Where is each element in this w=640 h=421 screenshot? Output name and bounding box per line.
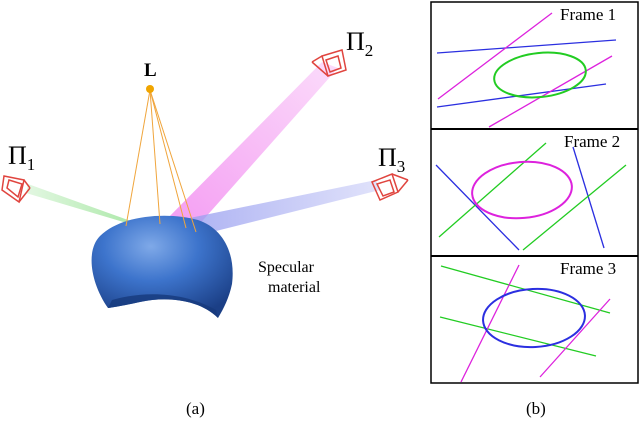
frame-1-magenta-line-right bbox=[488, 55, 613, 128]
frame-2-green-line-left bbox=[438, 142, 547, 238]
frame-3-green-line-bottom bbox=[439, 316, 597, 357]
camera-1-label: Π1 bbox=[8, 141, 35, 174]
frame-1-green-ellipse bbox=[493, 51, 587, 99]
frame-1-title: Frame 1 bbox=[560, 5, 616, 24]
camera-1-beam bbox=[26, 184, 150, 230]
frames-border bbox=[430, 1, 639, 384]
panel-b: Frame 1 Frame 2 Frame 3 (b) bbox=[430, 1, 639, 418]
frame-3-magenta-line-right bbox=[539, 298, 611, 378]
specular-surface bbox=[91, 215, 233, 318]
frame-2-blue-line-left bbox=[435, 164, 520, 251]
material-label-line1: Specular bbox=[258, 259, 315, 276]
material-label-line2: material bbox=[268, 279, 321, 296]
panel-a: L Π1 Π2 Π3 bbox=[1, 27, 409, 418]
frame-2: Frame 2 bbox=[435, 132, 627, 251]
camera-3-icon bbox=[370, 173, 409, 201]
frame-1-magenta-line-left bbox=[437, 12, 553, 100]
frame-1-blue-line-bottom bbox=[436, 83, 607, 108]
camera-3-beam bbox=[170, 180, 380, 236]
frame-2-magenta-ellipse bbox=[471, 160, 573, 220]
light-source-dot bbox=[146, 85, 154, 93]
camera-2-icon bbox=[311, 49, 347, 77]
frame-2-blue-line-right bbox=[572, 146, 605, 249]
frame-2-title: Frame 2 bbox=[564, 132, 620, 151]
camera-1-icon bbox=[1, 175, 31, 204]
frame-1: Frame 1 bbox=[436, 5, 617, 128]
frame-2-green-line-right bbox=[522, 164, 627, 251]
surface-shading bbox=[108, 294, 218, 318]
frame-3-blue-ellipse bbox=[482, 287, 586, 349]
frame-3-title: Frame 3 bbox=[560, 259, 616, 278]
panel-a-caption: (a) bbox=[186, 399, 205, 418]
light-label: L bbox=[144, 60, 157, 81]
camera-3-label: Π3 bbox=[378, 143, 405, 176]
frame-1-blue-line-top bbox=[436, 39, 617, 54]
frame-3: Frame 3 bbox=[439, 259, 616, 383]
camera-2-beam bbox=[160, 62, 338, 228]
camera-2-label: Π2 bbox=[346, 27, 373, 60]
panel-b-caption: (b) bbox=[526, 399, 546, 418]
frame-3-magenta-line-left bbox=[460, 264, 520, 383]
light-rays bbox=[125, 89, 197, 233]
